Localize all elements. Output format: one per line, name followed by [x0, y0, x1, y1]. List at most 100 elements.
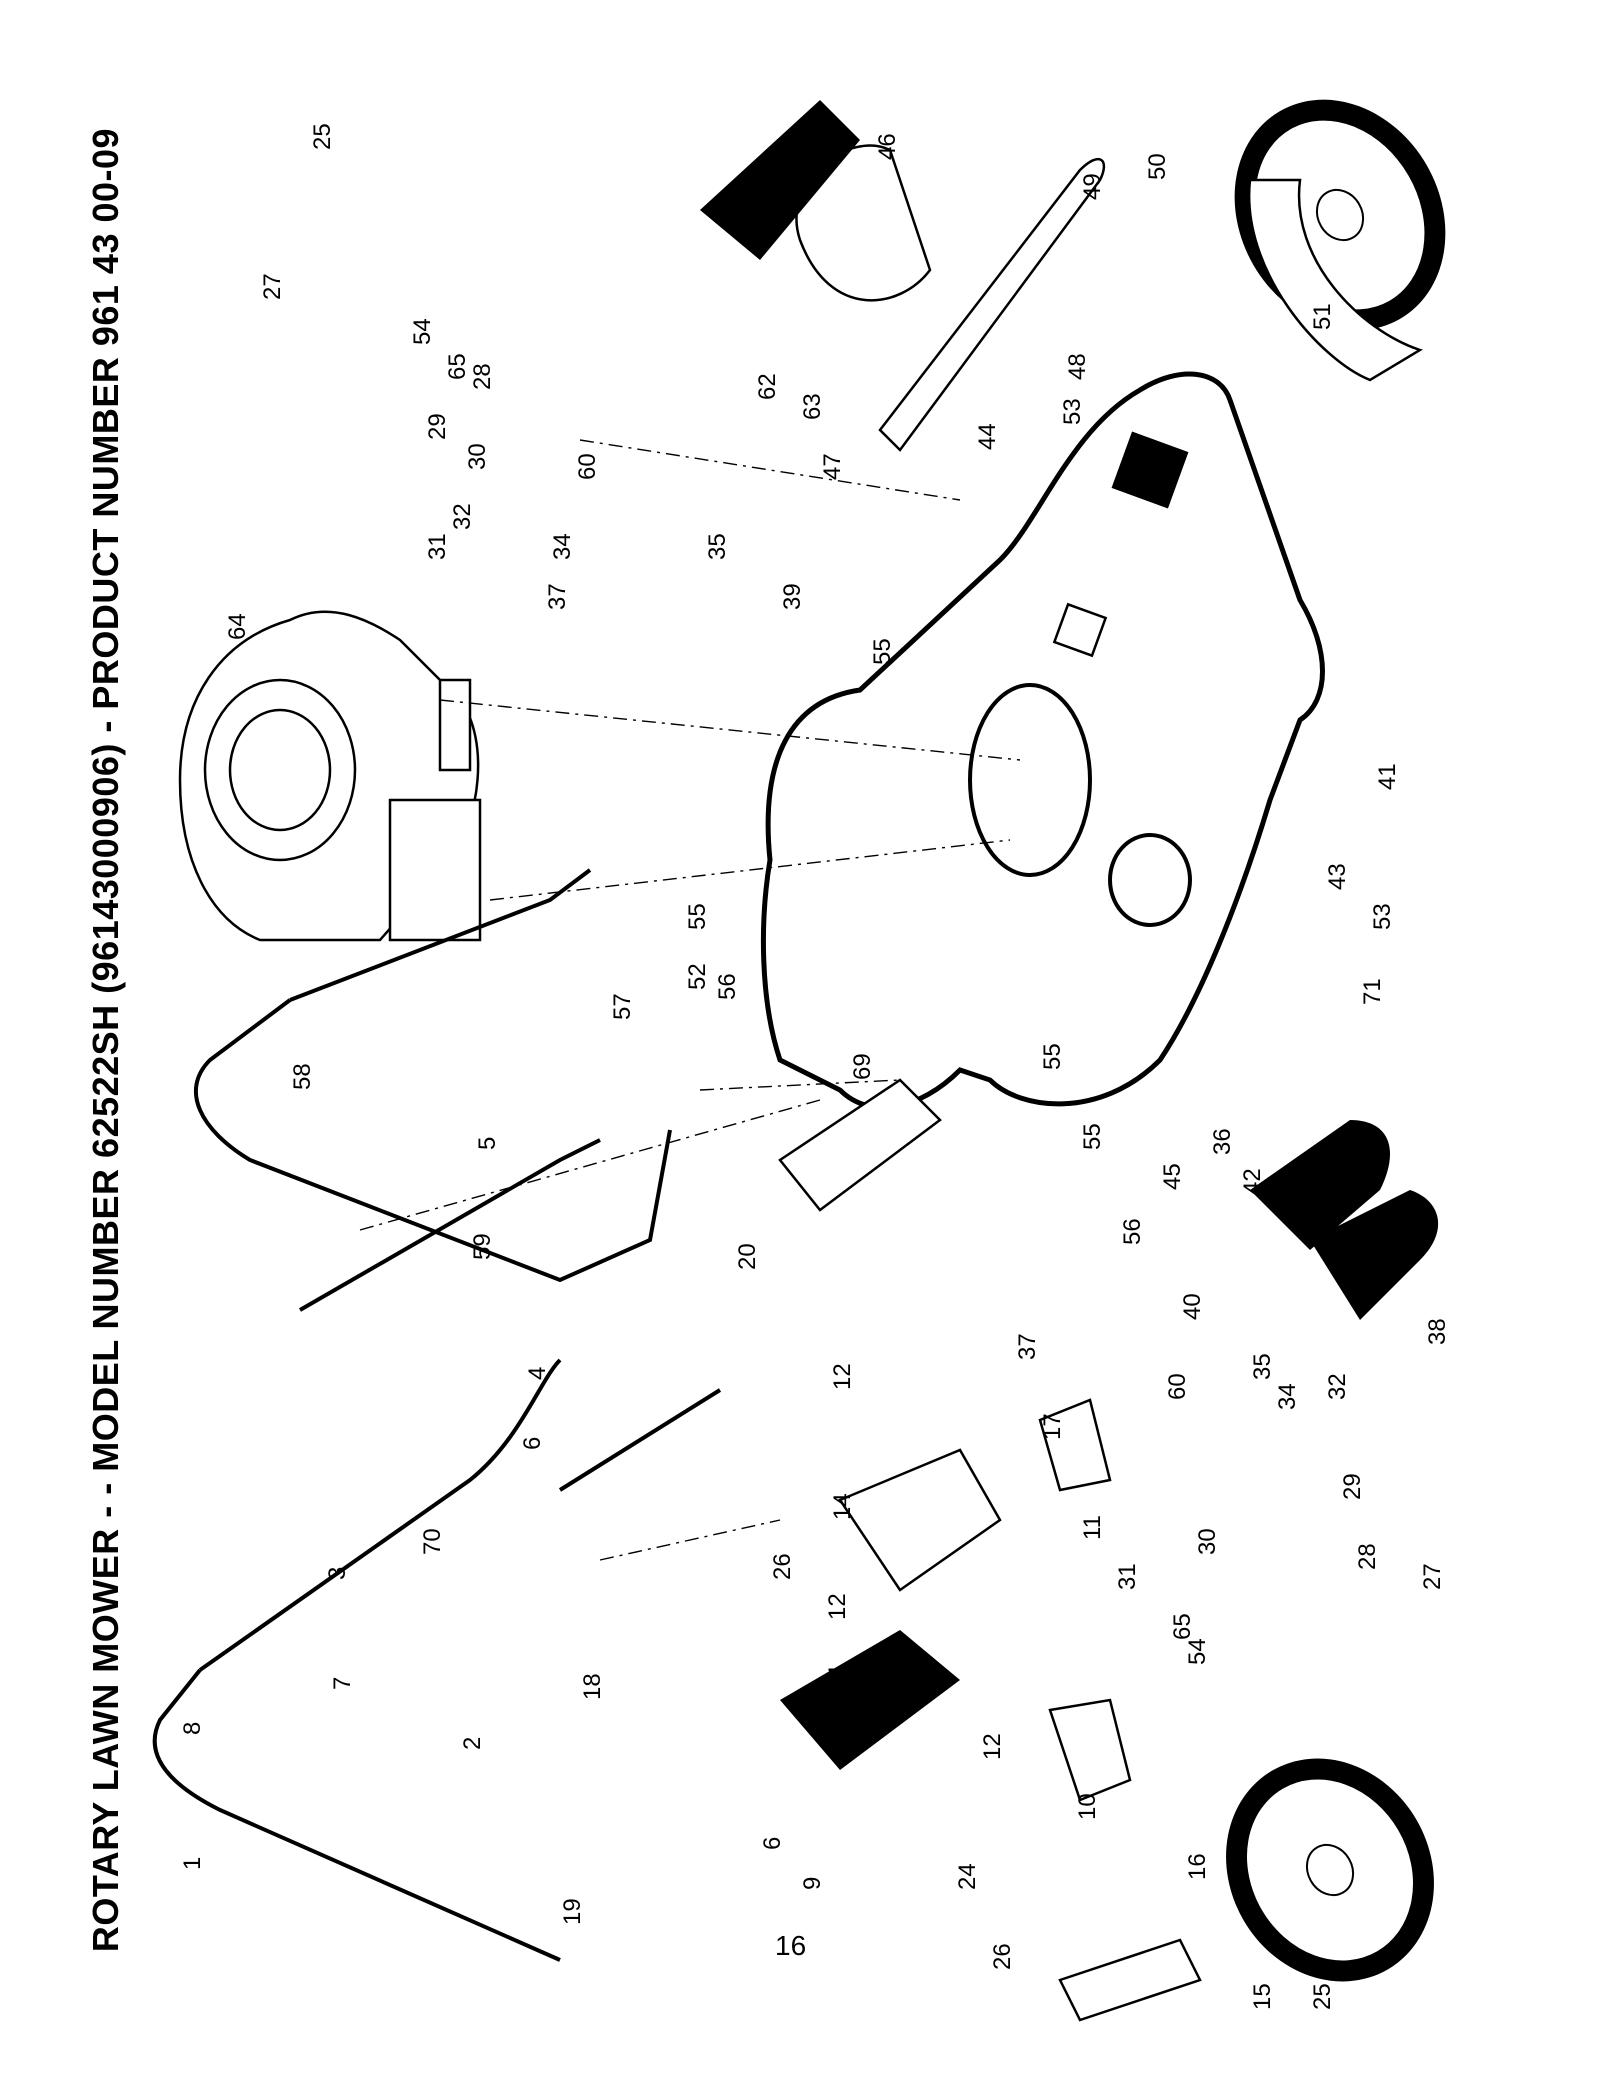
callout-1: 1 — [179, 1857, 206, 1870]
callout-21: 21 — [824, 1663, 851, 1690]
callout-11: 11 — [1079, 1515, 1106, 1540]
callout-69: 69 — [849, 1053, 876, 1080]
callout-30a: 30 — [464, 443, 491, 470]
callout-35a: 35 — [704, 533, 731, 560]
assembly-guide-lines — [359, 439, 1021, 1561]
discharge-chute — [1250, 1120, 1439, 1320]
callout-20: 20 — [734, 1243, 761, 1270]
callout-25b: 25 — [1309, 1983, 1336, 2010]
callout-48: 48 — [1064, 353, 1091, 380]
callout-9: 9 — [799, 1877, 826, 1890]
callout-26b: 26 — [989, 1943, 1016, 1970]
side-deflector — [1247, 178, 1423, 382]
callout-70: 70 — [419, 1528, 446, 1555]
callout-45: 45 — [1159, 1163, 1186, 1190]
callout-6b: 6 — [759, 1837, 786, 1850]
callout-12a: 12 — [829, 1363, 856, 1390]
callout-47: 47 — [819, 453, 846, 480]
callout-42: 42 — [1239, 1168, 1266, 1195]
callout-3: 3 — [324, 1567, 351, 1580]
callout-38: 38 — [1424, 1318, 1451, 1345]
callout-18: 18 — [579, 1673, 606, 1700]
callout-51: 51 — [1309, 303, 1336, 330]
bracket-parts — [838, 1398, 1202, 2022]
callout-65a: 65 — [444, 353, 471, 380]
callout-6a: 6 — [519, 1437, 546, 1450]
callout-46: 46 — [874, 133, 901, 160]
callout-15: 15 — [1249, 1983, 1276, 2010]
callout-57: 57 — [609, 993, 636, 1020]
callout-39: 39 — [779, 583, 806, 610]
callout-25a: 25 — [309, 123, 336, 150]
callout-5: 5 — [474, 1137, 501, 1150]
callout-28b: 28 — [1354, 1543, 1381, 1570]
callout-24: 24 — [954, 1863, 981, 1890]
callout-62: 62 — [754, 373, 781, 400]
callout-34a: 34 — [549, 533, 576, 560]
callout-32a: 32 — [449, 503, 476, 530]
callout-53a: 53 — [1059, 398, 1086, 425]
mower-deck — [760, 371, 1325, 1110]
callout-labels: 1 2 3 4 5 6 6 7 8 9 10 11 12 12 12 14 15… — [179, 123, 1451, 2010]
callout-54a: 54 — [409, 318, 436, 345]
callout-43: 43 — [1324, 863, 1351, 890]
callout-26a: 26 — [769, 1553, 796, 1580]
callout-55a: 55 — [684, 903, 711, 930]
callout-7: 7 — [329, 1677, 356, 1690]
callout-8: 8 — [179, 1722, 206, 1735]
callout-34b: 34 — [1274, 1383, 1301, 1410]
callout-28a: 28 — [469, 363, 496, 390]
callout-56a: 56 — [714, 973, 741, 1000]
callout-55c: 55 — [1079, 1123, 1106, 1150]
handle-assembly — [152, 868, 722, 1962]
callout-44: 44 — [974, 423, 1001, 450]
callout-60a: 60 — [574, 453, 601, 480]
callout-16: 16 — [1184, 1853, 1211, 1880]
callout-12c: 12 — [979, 1733, 1006, 1760]
callout-10: 10 — [1074, 1793, 1101, 1820]
callout-30b: 30 — [1194, 1528, 1221, 1555]
callout-2: 2 — [459, 1737, 486, 1750]
callout-60b: 60 — [1164, 1373, 1191, 1400]
callout-65b: 65 — [1169, 1613, 1196, 1640]
callout-27b: 27 — [1419, 1563, 1446, 1590]
callout-40: 40 — [1179, 1293, 1206, 1320]
callout-33: 33 — [1299, 1183, 1326, 1210]
callout-49: 49 — [1079, 173, 1106, 200]
callout-4: 4 — [524, 1367, 551, 1380]
callout-29b: 29 — [1339, 1473, 1366, 1500]
roller-assembly — [780, 1630, 960, 1770]
callout-53b: 53 — [1369, 903, 1396, 930]
callout-52: 52 — [684, 963, 711, 990]
callout-41: 41 — [1374, 763, 1401, 790]
callout-63: 63 — [799, 393, 826, 420]
callout-55b: 55 — [869, 638, 896, 665]
callout-31a: 31 — [424, 533, 451, 560]
callout-31b: 31 — [1114, 1563, 1141, 1590]
callout-50: 50 — [1144, 153, 1171, 180]
callout-37a: 37 — [544, 583, 571, 610]
callout-12b: 12 — [824, 1593, 851, 1620]
page-number: 16 — [775, 1930, 807, 1961]
callout-54b: 54 — [1184, 1638, 1211, 1665]
blade-and-adapter — [700, 100, 1106, 452]
callout-58: 58 — [289, 1063, 316, 1090]
callout-37b: 37 — [1014, 1333, 1041, 1360]
callout-55d: 55 — [1039, 1043, 1066, 1070]
engine — [178, 610, 482, 942]
callout-59: 59 — [469, 1233, 496, 1260]
callout-36: 36 — [1209, 1128, 1236, 1155]
callout-19: 19 — [559, 1898, 586, 1925]
callout-14: 14 — [829, 1493, 856, 1520]
callout-17: 17 — [1039, 1413, 1066, 1440]
rear-flap — [778, 1078, 942, 1212]
callout-29a: 29 — [424, 413, 451, 440]
callout-56b: 56 — [1119, 1218, 1146, 1245]
callout-71: 71 — [1359, 978, 1386, 1005]
callout-27a: 27 — [259, 273, 286, 300]
callout-64: 64 — [224, 613, 251, 640]
callout-35b: 35 — [1249, 1353, 1276, 1380]
callout-32b: 32 — [1324, 1373, 1351, 1400]
front-wheel — [1226, 1758, 1434, 1982]
